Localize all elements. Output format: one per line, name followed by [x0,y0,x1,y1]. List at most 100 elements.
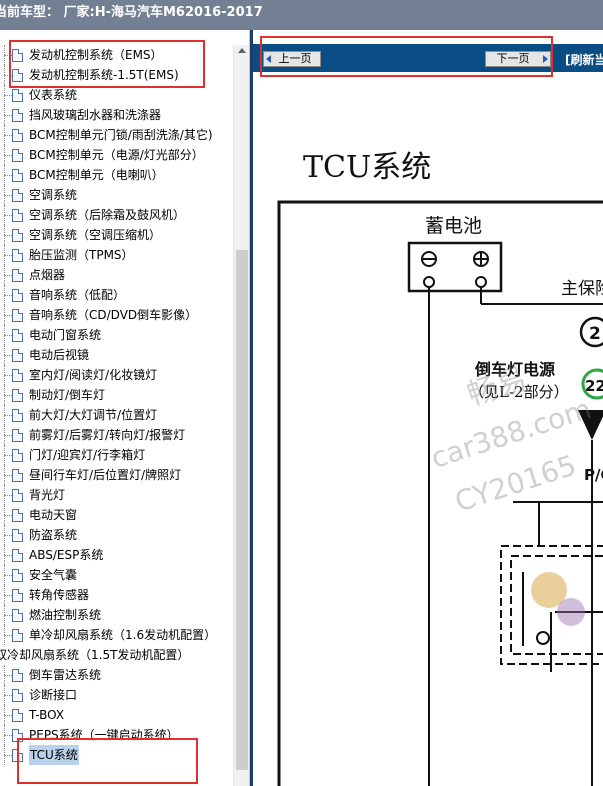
tree-item[interactable]: 点烟器 [0,265,233,285]
tree-item[interactable]: 发动机控制系统（EMS） [0,45,233,65]
document-icon [12,489,23,502]
next-page-button[interactable]: 下一页 [485,51,551,67]
tree-connector-line [4,115,12,116]
document-icon [12,529,23,542]
tree-item-label: 防盗系统 [29,528,78,542]
refresh-link[interactable]: [刷新当 [565,53,603,67]
tree-item-label: 双冷却风扇系统（1.5T发动机配置） [0,648,190,662]
main-fuse-label: 主保险 [561,279,603,299]
document-icon [12,229,23,242]
document-icon [12,589,23,602]
tree-item[interactable]: 挡风玻璃刮水器和洗涤器 [0,105,233,125]
tree-item[interactable]: BCM控制单元门锁/雨刮洗涤/其它) [0,125,233,145]
tree-item[interactable]: 背光灯 [0,485,233,505]
tree-item[interactable]: ABS/ESP系统 [0,545,233,565]
tree-item-label: 倒车雷达系统 [29,668,102,682]
tree-connector-line [4,375,12,376]
battery-node-right [475,276,487,288]
battery-terminal-pos-icon [473,251,489,267]
current-model-text: 当前车型： 厂家:H-海马汽车M62016-2017 [0,5,263,20]
connector-arrow-icon [578,410,603,440]
tree-item[interactable]: 音响系统（CD/DVD倒车影像） [0,305,233,325]
tree-item[interactable]: 制动灯/倒车灯 [0,385,233,405]
scroll-up-arrow-icon[interactable] [238,48,246,53]
tree-item[interactable]: 门灯/迎宾灯/行李箱灯 [0,445,233,465]
tree-connector-line [4,555,12,556]
tree-item[interactable]: BCM控制单元（电喇叭） [0,165,233,185]
tree-item-label: 诊断接口 [29,688,78,702]
tree-item[interactable]: 燃油控制系统 [0,605,233,625]
tree-item[interactable]: 转角传感器 [0,585,233,605]
tree-item-label: 安全气囊 [29,568,78,582]
document-icon [12,289,23,302]
tree-item[interactable]: 空调系统（空调压缩机） [0,225,233,245]
tree-item-label: 空调系统 [29,188,78,202]
tree-connector-line [4,155,12,156]
tree-connector-line [4,215,12,216]
tree-item-label: BCM控制单元（电喇叭） [29,168,164,182]
tree-item[interactable]: 安全气囊 [0,565,233,585]
document-icon [12,109,23,122]
tree-connector-line [4,455,12,456]
tree-item-label: 电动天窗 [29,508,78,522]
document-icon [12,49,23,62]
tree-item-label: 燃油控制系统 [29,608,102,622]
tree-connector-line [4,335,12,336]
tree-item[interactable]: 空调系统（后除霜及鼓风机） [0,205,233,225]
tree-item[interactable]: 发动机控制系统-1.5T(EMS) [0,65,233,85]
tree-item[interactable]: 昼间行车灯/后位置灯/牌照灯 [0,465,233,485]
tree-item[interactable]: 前大灯/大灯调节/位置灯 [0,405,233,425]
tree-item[interactable]: BCM控制单元（电源/灯光部分） [0,145,233,165]
battery-node-left [423,276,435,288]
tree-connector-line [4,195,12,196]
tree-connector-line [4,595,12,596]
tree-item[interactable]: 电动天窗 [0,505,233,525]
document-icon [12,469,23,482]
tree-item[interactable]: 胎压监测（TPMS） [0,245,233,265]
tree-connector-line [4,315,12,316]
tree-list[interactable]: 发动机控制系统（EMS）发动机控制系统-1.5T(EMS) 仪表系统挡风玻璃刮水器… [0,45,233,765]
tree-item[interactable]: 双冷却风扇系统（1.5T发动机配置） [0,645,233,665]
tree-connector-line [4,295,12,296]
tree-connector-line [4,55,12,56]
tree-item[interactable]: 防盗系统 [0,525,233,545]
tree-item[interactable]: 电动门窗系统 [0,325,233,345]
tree-connector-line [4,575,12,576]
tree-item-label: 仪表系统 [29,88,78,102]
battery-terminal-neg-icon [421,251,437,267]
tree-item[interactable]: 前雾灯/后雾灯/转向灯/报警灯 [0,425,233,445]
tree-pane[interactable]: 发动机控制系统（EMS）发动机控制系统-1.5T(EMS) 仪表系统挡风玻璃刮水器… [0,30,250,786]
tree-connector-line [4,435,12,436]
diagram-title: TCU系统 [303,150,432,185]
tree-scrollbar[interactable] [233,45,249,786]
tree-item-label: 前大灯/大灯调节/位置灯 [29,408,158,422]
tree-item[interactable]: 倒车雷达系统 [0,665,233,685]
tree-item-label: BCM控制单元门锁/雨刮洗涤/其它) [29,128,213,142]
tree-item[interactable]: 空调系统 [0,185,233,205]
tree-item[interactable]: 单冷却风扇系统（1.6发动机配置） [0,625,233,645]
document-icon [12,409,23,422]
diagram-frame [277,200,603,786]
tree-connector-line [4,675,12,676]
document-icon [12,709,23,722]
tree-item-label: 室内灯/阅读灯/化妆镜灯 [29,368,158,382]
document-icon [12,429,23,442]
reverse-power-number: 22 [585,377,603,395]
tree-item[interactable]: 仪表系统 [0,85,233,105]
tree-connector-line [4,275,12,276]
tree-item-label: 单冷却风扇系统（1.6发动机配置） [29,628,217,642]
tree-item[interactable]: 电动后视镜 [0,345,233,365]
highlight-box-bottom [17,738,198,784]
document-icon [12,629,23,642]
tree-item-label: T-BOX [29,708,65,722]
prev-page-button[interactable]: 上一页 [263,51,321,67]
document-icon [12,149,23,162]
tree-item[interactable]: 诊断接口 [0,685,233,705]
tree-item[interactable]: 室内灯/阅读灯/化妆镜灯 [0,365,233,385]
tree-connector-line [4,515,12,516]
tree-connector-line [4,255,12,256]
wiring-diagram: TCU系统 蓄电池 主保险 2 倒车灯电源 （见L-2部分） [253,72,603,786]
tree-item[interactable]: 音响系统（低配） [0,285,233,305]
tree-item[interactable]: T-BOX [0,705,233,725]
scroll-thumb[interactable] [236,250,248,770]
